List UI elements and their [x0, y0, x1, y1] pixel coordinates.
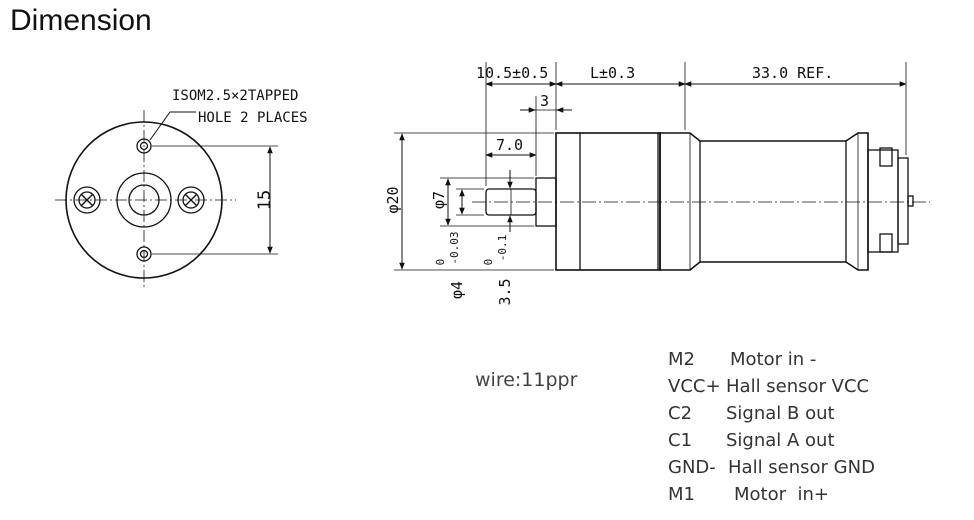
pin-description: Signal B out [726, 403, 835, 424]
front-shaft-boss [116, 172, 172, 228]
tol-flat-lower: -0.1 [496, 235, 509, 262]
encoder-pcb [897, 157, 909, 245]
pin-code: M2 [668, 349, 695, 370]
pin-description: Signal A out [726, 430, 835, 451]
front-body-circle [65, 121, 223, 279]
pin-description: Motor in+ [734, 484, 829, 505]
encoder-cap [867, 149, 899, 253]
dim-shaft-length: 10.5±0.5 [476, 64, 548, 82]
dim-hole-spacing: 15 [255, 190, 275, 210]
tapped-hole-top [136, 138, 152, 154]
tapped-hole-bottom [136, 246, 152, 262]
dim-motor-length: 33.0 REF. [752, 64, 833, 82]
front-shaft [128, 184, 160, 216]
front-note-line1: ISOM2.5×2TAPPED [172, 88, 298, 104]
tol-flat-upper: 0 [482, 259, 495, 266]
wire-note: wire:11ppr [475, 369, 578, 391]
pin-row: VCC+Hall sensor VCC [668, 373, 875, 400]
pin-code: GND- [668, 457, 716, 478]
page-title: Dimension [10, 4, 152, 37]
front-view [55, 110, 278, 290]
dim-flat-width: 3.5 [496, 278, 514, 305]
dim-gearbox-length: L±0.3 [590, 64, 635, 82]
dia-body: φ20 [384, 186, 402, 213]
dim-flat: 3 [540, 92, 549, 110]
dia-shaft: φ4 [448, 281, 466, 299]
pin-description: Hall sensor GND [728, 457, 875, 478]
motor-body [659, 132, 869, 271]
pin-code: VCC+ [668, 376, 721, 397]
pin-row: GND- Hall sensor GND [668, 454, 875, 481]
pin-row: C1 Signal A out [668, 427, 875, 454]
screw-left [73, 186, 101, 214]
pin-code: M1 [668, 484, 695, 505]
tol-shaft-lower: -0.03 [448, 231, 461, 264]
front-note-line2: HOLE 2 PLACES [198, 110, 308, 126]
pin-row: M1 Motor in+ [668, 481, 875, 508]
pin-description: Motor in - [730, 349, 817, 370]
note-leader [149, 111, 196, 141]
pin-code: C2 [668, 403, 693, 424]
gearbox [555, 132, 661, 271]
dim-boss: 7.0 [496, 136, 523, 154]
pin-row: M2 Motor in - [668, 346, 875, 373]
dia-boss: φ7 [430, 191, 448, 209]
pin-code: C1 [668, 430, 693, 451]
pin-row: C2 Signal B out [668, 400, 875, 427]
tol-shaft-upper: 0 [434, 259, 447, 266]
side-view [394, 62, 930, 271]
pin-description: Hall sensor VCC [726, 376, 870, 397]
screw-right [177, 186, 205, 214]
